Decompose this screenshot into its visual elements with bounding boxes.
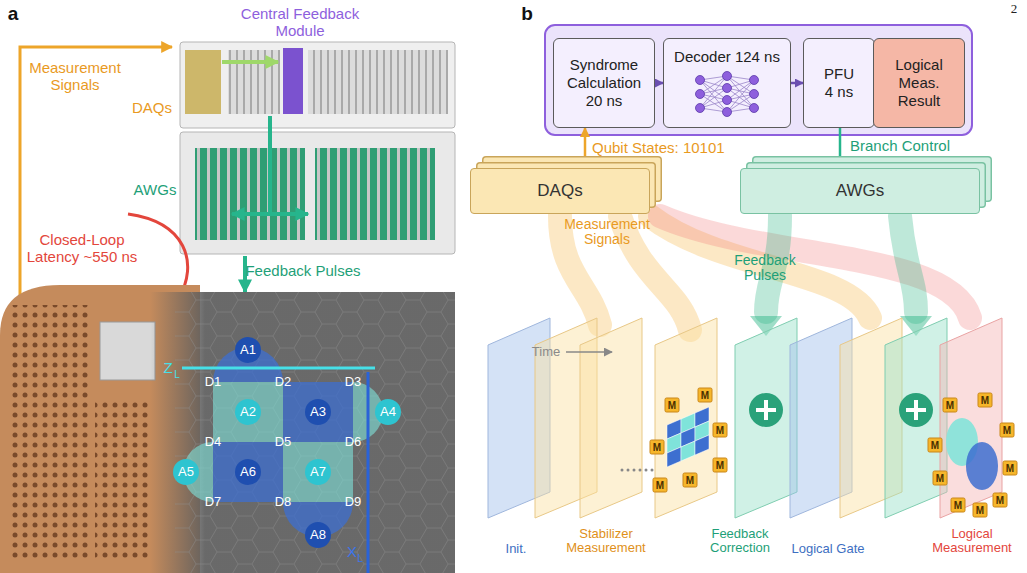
qubit-label: D1 xyxy=(205,375,222,389)
edge-label: Qubit States: 10101 xyxy=(592,140,725,157)
module-label: Central Feedback Module xyxy=(238,6,363,39)
neural-net-icon xyxy=(692,70,762,118)
step-label: Feedback Correction xyxy=(698,527,783,556)
result-box: Logical Meas. Result xyxy=(873,38,965,128)
qubit-label: D5 xyxy=(275,435,292,449)
step-label: Logical Measurement xyxy=(925,527,1020,556)
node-text: Decoder 124 ns xyxy=(674,48,780,66)
latency-label: Closed-Loop Latency ~550 ns xyxy=(22,232,142,265)
node-content: AWGs xyxy=(836,181,884,201)
measure-tag: M xyxy=(928,438,943,453)
qubit-label: A2 xyxy=(240,405,256,419)
measure-tag: M xyxy=(973,503,988,518)
signal-label: Measurement Signals xyxy=(20,60,130,93)
measure-tag: M xyxy=(1000,423,1015,438)
qubit-label: D2 xyxy=(275,375,292,389)
axis-label: Time xyxy=(532,345,560,359)
operator-subscript: L xyxy=(357,553,363,564)
qubit-label: A1 xyxy=(240,343,256,357)
measure-tag: M xyxy=(650,440,665,455)
process-box: PFU 4 ns xyxy=(803,38,875,128)
measure-tag: M xyxy=(713,458,728,473)
panel-label: b xyxy=(521,4,533,25)
step-label: Stabilizer Measurement xyxy=(559,527,654,556)
node-text: DAQs xyxy=(537,181,582,201)
panel-label: a xyxy=(8,4,19,25)
node-text: PFU 4 ns xyxy=(819,65,859,101)
module-label: AWGs xyxy=(134,182,177,199)
measure-tag: M xyxy=(943,398,958,413)
measure-tag: M xyxy=(1003,461,1018,476)
node-text: Logical Meas. Result xyxy=(882,56,956,110)
signal-label: Measurement Signals xyxy=(557,217,657,248)
step-label: Init. xyxy=(506,542,527,556)
measure-tag: M xyxy=(683,473,698,488)
connector-arrow xyxy=(839,128,842,168)
signal-label: Feedback Pulses xyxy=(725,253,805,284)
qubit-label: A3 xyxy=(310,405,326,419)
qubit-label: D3 xyxy=(345,375,362,389)
node-content: Decoder 124 ns xyxy=(674,48,780,118)
connector-arrow xyxy=(584,128,587,168)
operator-label: Z xyxy=(163,360,172,377)
node-content: PFU 4 ns xyxy=(819,65,859,101)
hardware-box: DAQs xyxy=(470,168,650,214)
measure-tag: M xyxy=(933,471,948,486)
measure-tag: M xyxy=(993,493,1008,508)
qubit-label: D8 xyxy=(275,495,292,509)
qubit-label: D9 xyxy=(345,495,362,509)
measure-tag: M xyxy=(665,398,680,413)
node-text: Syndrome Calculation 20 ns xyxy=(559,56,649,110)
qubit-label: D7 xyxy=(205,495,222,509)
hardware-box: AWGs xyxy=(740,168,980,214)
page-number: 2 xyxy=(1011,2,1018,16)
qubit-label: D4 xyxy=(205,435,222,449)
connector-arrow xyxy=(791,82,803,85)
qubit-label: A8 xyxy=(310,528,326,542)
operator-label: X xyxy=(347,544,357,561)
qubit-label: A7 xyxy=(310,465,326,479)
signal-label: Feedback Pulses xyxy=(245,263,360,280)
connector-arrow xyxy=(655,82,663,85)
node-content: Logical Meas. Result xyxy=(882,56,956,110)
node-content: Syndrome Calculation 20 ns xyxy=(559,56,649,110)
node-text: AWGs xyxy=(836,181,884,201)
measure-tag: M xyxy=(653,478,668,493)
measure-tag: M xyxy=(698,388,713,403)
edge-label: Branch Control xyxy=(850,138,950,155)
qubit-label: A6 xyxy=(240,465,256,479)
qubit-label: D6 xyxy=(345,435,362,449)
measure-tag: M xyxy=(978,393,993,408)
qubit-label: A4 xyxy=(380,405,396,419)
node-content: DAQs xyxy=(537,181,582,201)
decoder-box: Decoder 124 ns xyxy=(663,38,791,128)
measure-tag: M xyxy=(951,498,966,513)
qubit-label: A5 xyxy=(178,465,194,479)
module-label: DAQs xyxy=(132,100,172,117)
process-box: Syndrome Calculation 20 ns xyxy=(553,38,655,128)
step-label: Logical Gate xyxy=(792,542,865,556)
measure-tag: M xyxy=(713,423,728,438)
operator-subscript: L xyxy=(174,369,180,380)
